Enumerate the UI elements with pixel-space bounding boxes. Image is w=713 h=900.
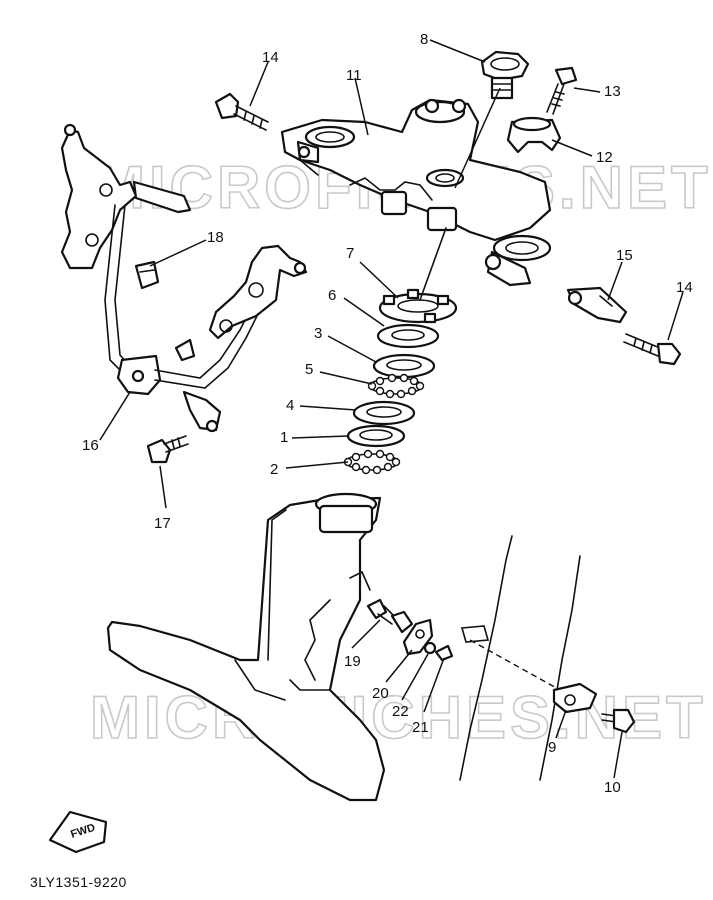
callout-12: 12 bbox=[596, 149, 613, 166]
stem-axis-line bbox=[419, 227, 447, 301]
part-19-bolt bbox=[366, 598, 414, 634]
part-22-washer bbox=[423, 641, 437, 655]
callout-9: 9 bbox=[548, 739, 556, 756]
callout-11: 11 bbox=[346, 67, 362, 84]
callout-5: 5 bbox=[305, 361, 313, 378]
callout-2: 2 bbox=[270, 461, 278, 478]
watermark-bottom: MICROFICHES.NET bbox=[90, 684, 707, 751]
callout-16: 16 bbox=[82, 437, 99, 454]
fork-tube-phantom bbox=[459, 535, 581, 781]
part-1-bearing-race bbox=[346, 424, 406, 448]
callout-17: 17 bbox=[154, 515, 171, 532]
callout-19: 19 bbox=[344, 653, 361, 670]
catalog-code: 3LY1351-9220 bbox=[30, 874, 127, 890]
callout-18: 18 bbox=[207, 229, 224, 246]
part-11-upper-bracket bbox=[280, 98, 552, 287]
callout-15: 15 bbox=[616, 247, 633, 264]
part-7-ring-nut bbox=[378, 288, 458, 324]
part-15-clamp bbox=[566, 286, 628, 324]
fwd-arrow-icon: FWD bbox=[48, 810, 108, 854]
part-2-ball-bearing bbox=[343, 449, 401, 475]
part-8-crown-nut bbox=[480, 50, 530, 100]
part-13-bolt bbox=[546, 66, 578, 115]
callout-13: 13 bbox=[604, 83, 621, 100]
callout-labels: 8 11 14 13 12 15 14 7 6 3 5 4 1 2 18 16 … bbox=[82, 31, 693, 796]
part-5-ball-bearing bbox=[367, 373, 425, 399]
part-4-bearing-race bbox=[352, 400, 416, 426]
callout-8: 8 bbox=[420, 31, 428, 48]
callout-7: 7 bbox=[346, 245, 354, 262]
part-17-bolt bbox=[146, 435, 189, 464]
part-9-clamp bbox=[552, 682, 598, 714]
callout-10: 10 bbox=[604, 779, 621, 796]
part-21-screw bbox=[434, 644, 454, 662]
part-18-grommet bbox=[134, 260, 160, 290]
lower-bracket-stem bbox=[106, 492, 386, 802]
part-14-bolt-right bbox=[623, 333, 682, 366]
callout-1: 1 bbox=[280, 429, 288, 446]
part-3-bearing-race bbox=[372, 353, 436, 379]
part-12-handlebar-holder bbox=[506, 116, 562, 154]
part-6-washer bbox=[376, 323, 440, 349]
callout-3: 3 bbox=[314, 325, 322, 342]
callout-14-right: 14 bbox=[676, 279, 693, 296]
callout-20: 20 bbox=[372, 685, 389, 702]
part-10-bolt bbox=[601, 708, 636, 734]
callout-6: 6 bbox=[328, 287, 336, 304]
callout-22: 22 bbox=[392, 703, 409, 720]
callout-14-upper: 14 bbox=[262, 49, 279, 66]
part-16-headlight-stay bbox=[60, 123, 308, 433]
part-14-bolt-upper bbox=[214, 92, 269, 131]
callout-21: 21 bbox=[412, 719, 429, 736]
leader-lines bbox=[99, 39, 684, 779]
callout-4: 4 bbox=[286, 397, 294, 414]
